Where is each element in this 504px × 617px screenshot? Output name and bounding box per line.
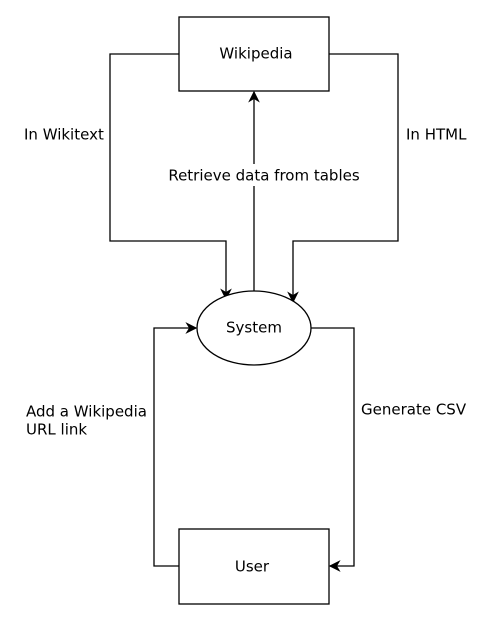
user-node: User [178,528,330,605]
edge-label-add-url-line2: URL link [26,421,87,439]
wikipedia-box [178,16,330,92]
wikipedia-node: Wikipedia [178,16,330,92]
edge-generate-csv-connector [310,327,355,572]
edge-label-retrieve: Retrieve data from tables [168,167,360,185]
edge-add-url-connector [153,322,198,567]
edge-label-add-url-line1: Add a Wikipedia [26,403,147,421]
edge-wikitext-connector [109,53,232,301]
system-node: System [196,290,312,366]
edge-label-generate-csv: Generate CSV [361,401,467,419]
edge-label-in-html: In HTML [406,126,467,144]
system-label: System [226,319,282,337]
retrieve-label-background [168,164,360,186]
system-ellipse [196,290,312,366]
user-label: User [235,558,270,576]
user-box [178,528,330,605]
edge-label-in-wikitext: In Wikitext [24,126,104,144]
edge-html-connector [287,53,399,304]
wikipedia-label: Wikipedia [219,45,292,63]
